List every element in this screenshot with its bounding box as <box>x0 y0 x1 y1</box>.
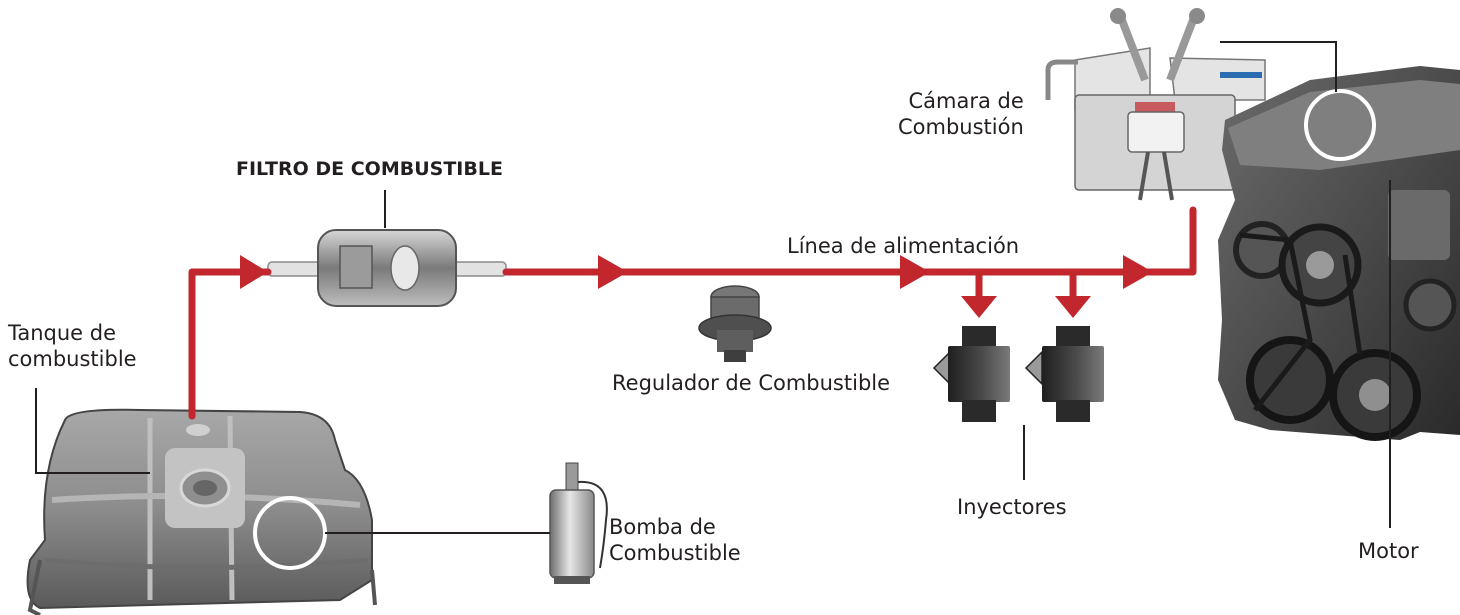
feed-line-label: Línea de alimentación <box>787 234 1020 258</box>
tank-label: Tanque de combustible <box>8 320 137 372</box>
flow-arrow-down-2 <box>1055 296 1091 318</box>
fuel-tank-icon <box>26 408 377 615</box>
chamber-location-ring <box>1304 89 1376 161</box>
pump-label-line2: Combustible <box>609 541 741 565</box>
fuel-injector-icon <box>1024 326 1104 422</box>
pump-label: Bomba de Combustible <box>609 514 741 566</box>
combustion-chamber-icon <box>1045 8 1266 201</box>
leader-lines <box>35 41 1391 534</box>
flow-arrow-2 <box>598 255 628 289</box>
engine-icon <box>1218 66 1460 441</box>
injectors-label: Inyectores <box>957 495 1067 519</box>
fuel-pump-icon <box>549 462 608 584</box>
pump-label-line1: Bomba de <box>609 515 716 539</box>
flow-arrow-4 <box>1123 255 1153 289</box>
flow-arrow-1 <box>240 255 268 289</box>
flow-arrow-3 <box>900 255 930 289</box>
fuel-injector-icon <box>932 326 1010 422</box>
engine-label: Motor <box>1358 539 1419 563</box>
chamber-label: Cámara de Combustión <box>898 88 1024 140</box>
tank-label-line2: combustible <box>8 347 137 371</box>
flow-arrows <box>240 255 1153 318</box>
filter-label: FILTRO DE COMBUSTIBLE <box>236 158 503 180</box>
fuel-filter-icon <box>267 229 507 307</box>
chamber-label-line1: Cámara de <box>908 89 1024 113</box>
flow-arrow-down-1 <box>961 296 997 318</box>
chamber-label-line2: Combustión <box>898 115 1024 139</box>
fuel-pressure-regulator-icon <box>698 285 772 362</box>
chamber-leader <box>1220 41 1337 92</box>
tank-label-line1: Tanque de <box>8 321 117 345</box>
tank-leader <box>35 388 150 474</box>
regulator-label: Regulador de Combustible <box>612 371 891 395</box>
